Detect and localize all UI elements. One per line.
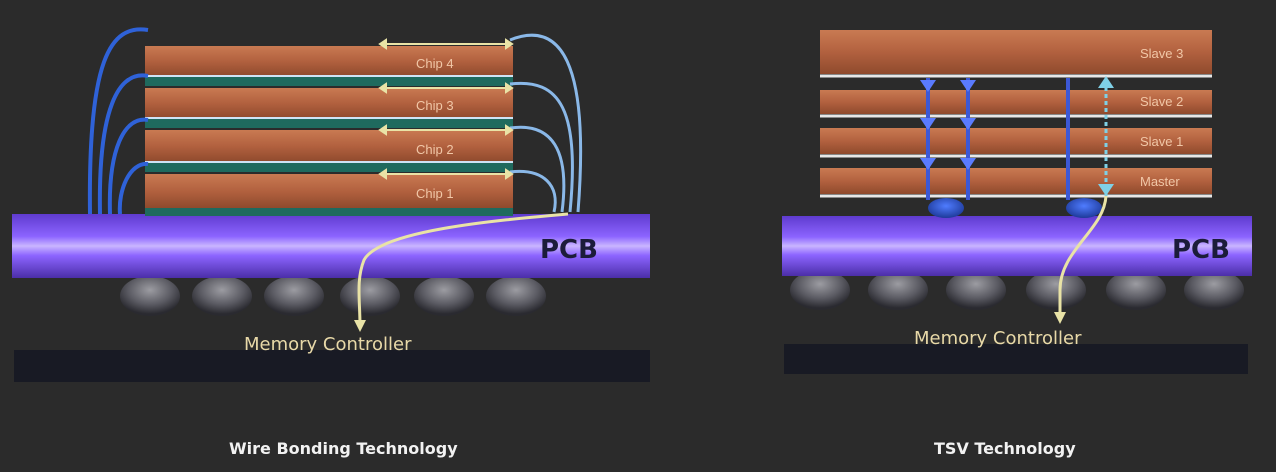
layer-label-slave-2: Slave 2 <box>1140 94 1183 109</box>
memory-controller-label-left: Memory Controller <box>244 334 412 355</box>
signal-via-down-arrow <box>1098 184 1114 196</box>
tsv-diagram: PCB Slave 3 Slave 2 Slave 1 Master <box>782 30 1252 374</box>
solder-balls-left <box>120 276 546 316</box>
pcb-right <box>782 216 1252 276</box>
layer-label-slave-3: Slave 3 <box>1140 46 1183 61</box>
pcb-label-right: PCB <box>1172 235 1230 265</box>
chip-label-1: Chip 1 <box>416 186 454 201</box>
tsv-stack <box>820 30 1212 198</box>
chip-label-2: Chip 2 <box>416 142 454 157</box>
chip-label-3: Chip 3 <box>416 98 454 113</box>
through-silicon-vias <box>926 78 1070 200</box>
bonding-wires-left <box>87 27 149 215</box>
micro-bumps <box>928 198 1102 218</box>
memory-controller-label-right: Memory Controller <box>914 328 1082 349</box>
caption-wire-bonding: Wire Bonding Technology <box>229 439 458 458</box>
controller-arrow-right <box>1054 312 1066 324</box>
layer-label-slave-1: Slave 1 <box>1140 134 1183 149</box>
signal-via-up-arrow <box>1098 76 1114 88</box>
solder-balls-right <box>790 270 1244 310</box>
bonding-wires-right <box>509 33 583 213</box>
controller-path-left <box>357 212 569 327</box>
pcb-label-left: PCB <box>540 235 598 265</box>
caption-tsv: TSV Technology <box>934 439 1076 458</box>
controller-arrow-left <box>354 320 366 332</box>
controller-board-left <box>14 350 650 382</box>
layer-label-master: Master <box>1140 174 1180 189</box>
wire-bonding-diagram: PCB Chip 4 Chip 3 Chip 2 Chip 1 <box>12 27 650 382</box>
chip-label-4: Chip 4 <box>416 56 454 71</box>
signal-arrows-left <box>378 38 514 180</box>
controller-board-right <box>784 344 1248 374</box>
chip-stack-left <box>145 46 513 216</box>
via-joints <box>920 80 976 170</box>
controller-path-right <box>1058 195 1108 318</box>
pcb-left <box>12 214 650 278</box>
